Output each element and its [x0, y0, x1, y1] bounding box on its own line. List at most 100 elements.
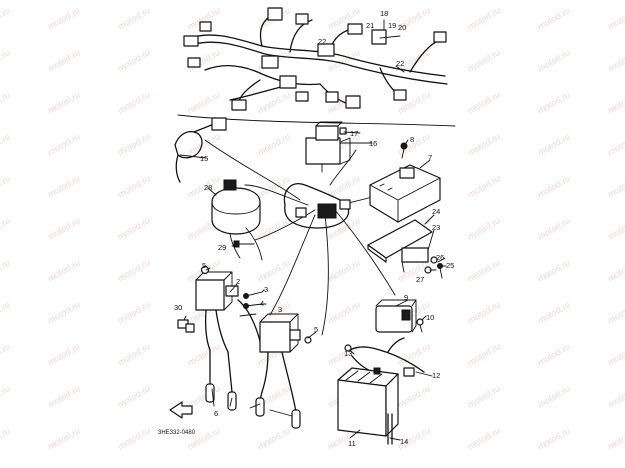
- front-arrow-icon: [169, 401, 193, 419]
- watermark-text: motod.ru: [116, 47, 152, 73]
- watermark-text: motod.ru: [256, 173, 292, 199]
- watermark-text: motod.ru: [606, 131, 625, 157]
- watermark-text: motod.ru: [0, 131, 12, 157]
- watermark-text: motod.ru: [606, 425, 625, 451]
- ignition-coil-upper: [195, 271, 263, 393]
- callout-21: 21: [366, 21, 374, 30]
- watermark-text: motod.ru: [606, 299, 625, 325]
- callout-26: 26: [436, 253, 444, 262]
- watermark-text: motod.ru: [606, 5, 625, 31]
- callout-29: 29: [218, 243, 226, 252]
- watermark-text: motod.ru: [116, 425, 152, 451]
- callout-3-upper: 3: [264, 285, 268, 294]
- callout-16: 16: [369, 139, 377, 148]
- callout-17: 17: [350, 129, 358, 138]
- watermark-text: motod.ru: [466, 425, 502, 451]
- watermark-text: motod.ru: [116, 257, 152, 283]
- watermark-text: motod.ru: [116, 383, 152, 409]
- watermark-text: motod.ru: [466, 47, 502, 73]
- watermark-text: motod.ru: [0, 383, 12, 409]
- watermark-text: motod.ru: [326, 257, 362, 283]
- watermark-text: motod.ru: [46, 299, 82, 325]
- watermark-text: motod.ru: [256, 425, 292, 451]
- watermark-text: motod.ru: [116, 5, 152, 31]
- watermark-text: motod.ru: [256, 131, 292, 157]
- watermark-text: motod.ru: [0, 257, 12, 283]
- watermark-text: motod.ru: [0, 173, 12, 199]
- bolt-29: [233, 240, 255, 248]
- callout-27: 27: [416, 275, 424, 284]
- watermark-text: motod.ru: [116, 215, 152, 241]
- watermark-text: motod.ru: [536, 299, 572, 325]
- watermark-text: motod.ru: [0, 215, 12, 241]
- callout-5-lower: 5: [314, 325, 318, 334]
- watermark-text: motod.ru: [466, 257, 502, 283]
- callout-30: 30: [174, 303, 182, 312]
- callout-14: 14: [400, 437, 408, 446]
- watermark-text: motod.ru: [46, 215, 82, 241]
- watermark-text: motod.ru: [606, 173, 625, 199]
- callout-23: 23: [432, 223, 440, 232]
- fuse-box: [211, 179, 263, 261]
- watermark-text: motod.ru: [0, 89, 12, 115]
- callout-10: 10: [426, 313, 434, 322]
- main-switch: [174, 117, 227, 183]
- watermark-text: motod.ru: [466, 173, 502, 199]
- watermark-text: motod.ru: [256, 257, 292, 283]
- callout-19: 19: [388, 21, 396, 30]
- breather-hose: [387, 413, 393, 445]
- watermark-text: motod.ru: [116, 131, 152, 157]
- watermark-text: motod.ru: [396, 383, 432, 409]
- relay-assembly: [305, 121, 351, 173]
- watermark-text: motod.ru: [536, 383, 572, 409]
- watermark-text: motod.ru: [536, 341, 572, 367]
- watermark-text: motod.ru: [466, 89, 502, 115]
- callout-3-lower: 3: [278, 305, 282, 314]
- callout-2: 2: [236, 277, 240, 286]
- coil-bolts: [200, 265, 312, 344]
- callout-28: 28: [204, 183, 212, 192]
- watermark-text: motod.ru: [536, 89, 572, 115]
- watermark-text: motod.ru: [46, 47, 82, 73]
- starter-relay: [375, 299, 417, 333]
- wire-harness: [177, 7, 456, 127]
- watermark-text: motod.ru: [466, 383, 502, 409]
- callout-7: 7: [428, 153, 432, 162]
- spark-plug-caps: [205, 383, 301, 429]
- watermark-text: motod.ru: [0, 5, 12, 31]
- callout-9: 9: [404, 293, 408, 302]
- regulator-assembly: [367, 219, 433, 273]
- watermark-text: motod.ru: [46, 5, 82, 31]
- igniter-unit: [369, 164, 441, 223]
- watermark-text: motod.ru: [0, 47, 12, 73]
- watermark-text: motod.ru: [536, 173, 572, 199]
- watermark-text: motod.ru: [46, 383, 82, 409]
- watermark-text: motod.ru: [396, 341, 432, 367]
- watermark-text: motod.ru: [466, 5, 502, 31]
- watermark-text: motod.ru: [606, 257, 625, 283]
- watermark-text: motod.ru: [46, 131, 82, 157]
- watermark-text: motod.ru: [606, 47, 625, 73]
- watermark-text: motod.ru: [606, 383, 625, 409]
- callout-22-upper: 22: [318, 37, 326, 46]
- watermark-text: motod.ru: [46, 173, 82, 199]
- watermark-text: motod.ru: [256, 89, 292, 115]
- watermark-text: motod.ru: [606, 215, 625, 241]
- watermark-text: motod.ru: [466, 299, 502, 325]
- watermark-text: motod.ru: [116, 89, 152, 115]
- watermark-text: motod.ru: [606, 341, 625, 367]
- callouts: 18 21 19 20 22 22 15 17 16 8 7 28 24 23 …: [158, 9, 454, 448]
- callout-22-right: 22: [396, 59, 404, 68]
- watermark-text: motod.ru: [536, 215, 572, 241]
- watermark-text: motod.ru: [466, 131, 502, 157]
- callout-8: 8: [410, 135, 414, 144]
- watermark-text: motod.ru: [536, 131, 572, 157]
- part-30: [177, 319, 195, 333]
- bolt-10: [416, 318, 424, 333]
- callout-20: 20: [398, 23, 406, 32]
- callout-24: 24: [432, 207, 440, 216]
- watermark-text: motod.ru: [116, 299, 152, 325]
- watermark-text: motod.ru: [116, 341, 152, 367]
- watermark-text: motod.ru: [536, 47, 572, 73]
